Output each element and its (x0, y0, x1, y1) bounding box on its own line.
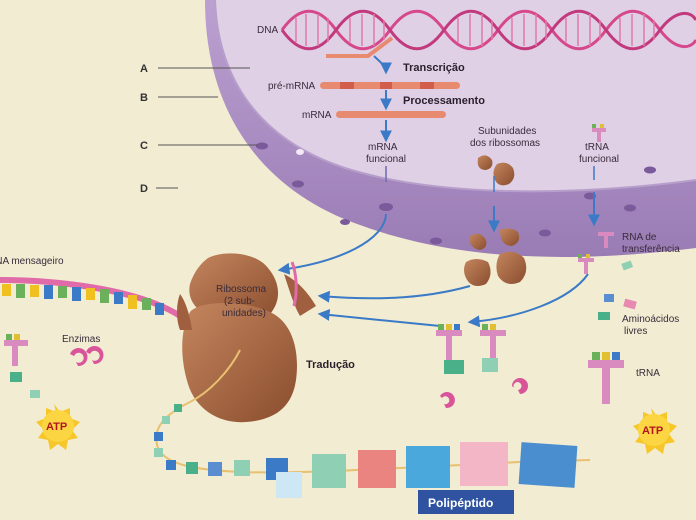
atp-left-icon (36, 404, 80, 450)
processamento-label: Processamento (403, 95, 485, 107)
label-d: D (140, 183, 148, 195)
charged-trna-arrow (317, 308, 441, 327)
mrna-funcional-label-2: funcional (366, 154, 406, 165)
polipeptido-label: Polipéptido (428, 496, 493, 510)
mrna-funcional-label-1: mRNA (368, 142, 398, 153)
subunits-to-ribosome-arrow (317, 285, 471, 303)
trna-cluster (578, 232, 614, 274)
transcricao-label: Transcrição (403, 62, 465, 74)
subunidades-label-2: dos ribossomas (470, 138, 540, 149)
label-b: B (140, 92, 148, 104)
rna-transferencia-label-2: transferência (622, 244, 680, 255)
aminoacidos-label-1: Aminoácidos (622, 314, 679, 325)
ribossoma-label-2: (2 sub- (224, 296, 255, 307)
enzimas-label: Enzimas (62, 334, 100, 345)
pre-mrna-introns (340, 82, 434, 89)
mrna-strand (336, 111, 446, 118)
dna-helix (280, 9, 696, 51)
trna-to-amino-arrow (467, 273, 589, 328)
trna-funcional-label-2: funcional (579, 154, 619, 165)
pore-highlight (296, 149, 304, 155)
trna-funcional-label-1: tRNA (585, 142, 609, 153)
trna-label: tRNA (636, 368, 660, 379)
ribosome (177, 253, 316, 423)
rna-transferencia-label-1: RNA de (622, 232, 657, 243)
polypeptide-residues (154, 404, 578, 498)
free-amino-acids (598, 260, 637, 320)
ribossoma-label-1: Ribossoma (216, 284, 266, 295)
ribossoma-label-3: unidades) (222, 308, 266, 319)
nascent-rna-strand (326, 36, 394, 58)
atp-right-icon (633, 408, 677, 454)
subunidades-label-1: Subunidades (478, 126, 536, 137)
atp-right-label: ATP (642, 425, 663, 437)
rna-mensageiro-label: RNA mensageiro (0, 256, 64, 267)
enzymes (70, 346, 104, 367)
trna-nucleus-icon (592, 124, 606, 142)
dna-label: DNA (257, 25, 278, 36)
transcription-arrow (373, 55, 392, 75)
inner-membrane (214, 0, 696, 193)
codon-teeth (2, 284, 164, 315)
label-c: C (140, 140, 148, 152)
atp-left-label: ATP (46, 421, 67, 433)
free-enzymes-center (440, 378, 528, 409)
trna-right (588, 352, 624, 404)
ribosome-subunits-nucleus (477, 155, 515, 186)
trna-left (4, 334, 40, 398)
label-a: A (140, 63, 148, 75)
mrna-to-ribosome-arrow (277, 213, 387, 275)
charged-trna-pair (436, 324, 506, 374)
aminoacidos-label-2: livres (624, 326, 647, 337)
free-ribosome-subunits (464, 228, 527, 286)
mrna-label: mRNA (302, 110, 332, 121)
polipeptido-box (418, 490, 514, 514)
pre-mrna-label: pré-mRNA (268, 81, 316, 92)
messenger-rna-strand (0, 277, 182, 319)
traducao-label: Tradução (306, 359, 355, 371)
